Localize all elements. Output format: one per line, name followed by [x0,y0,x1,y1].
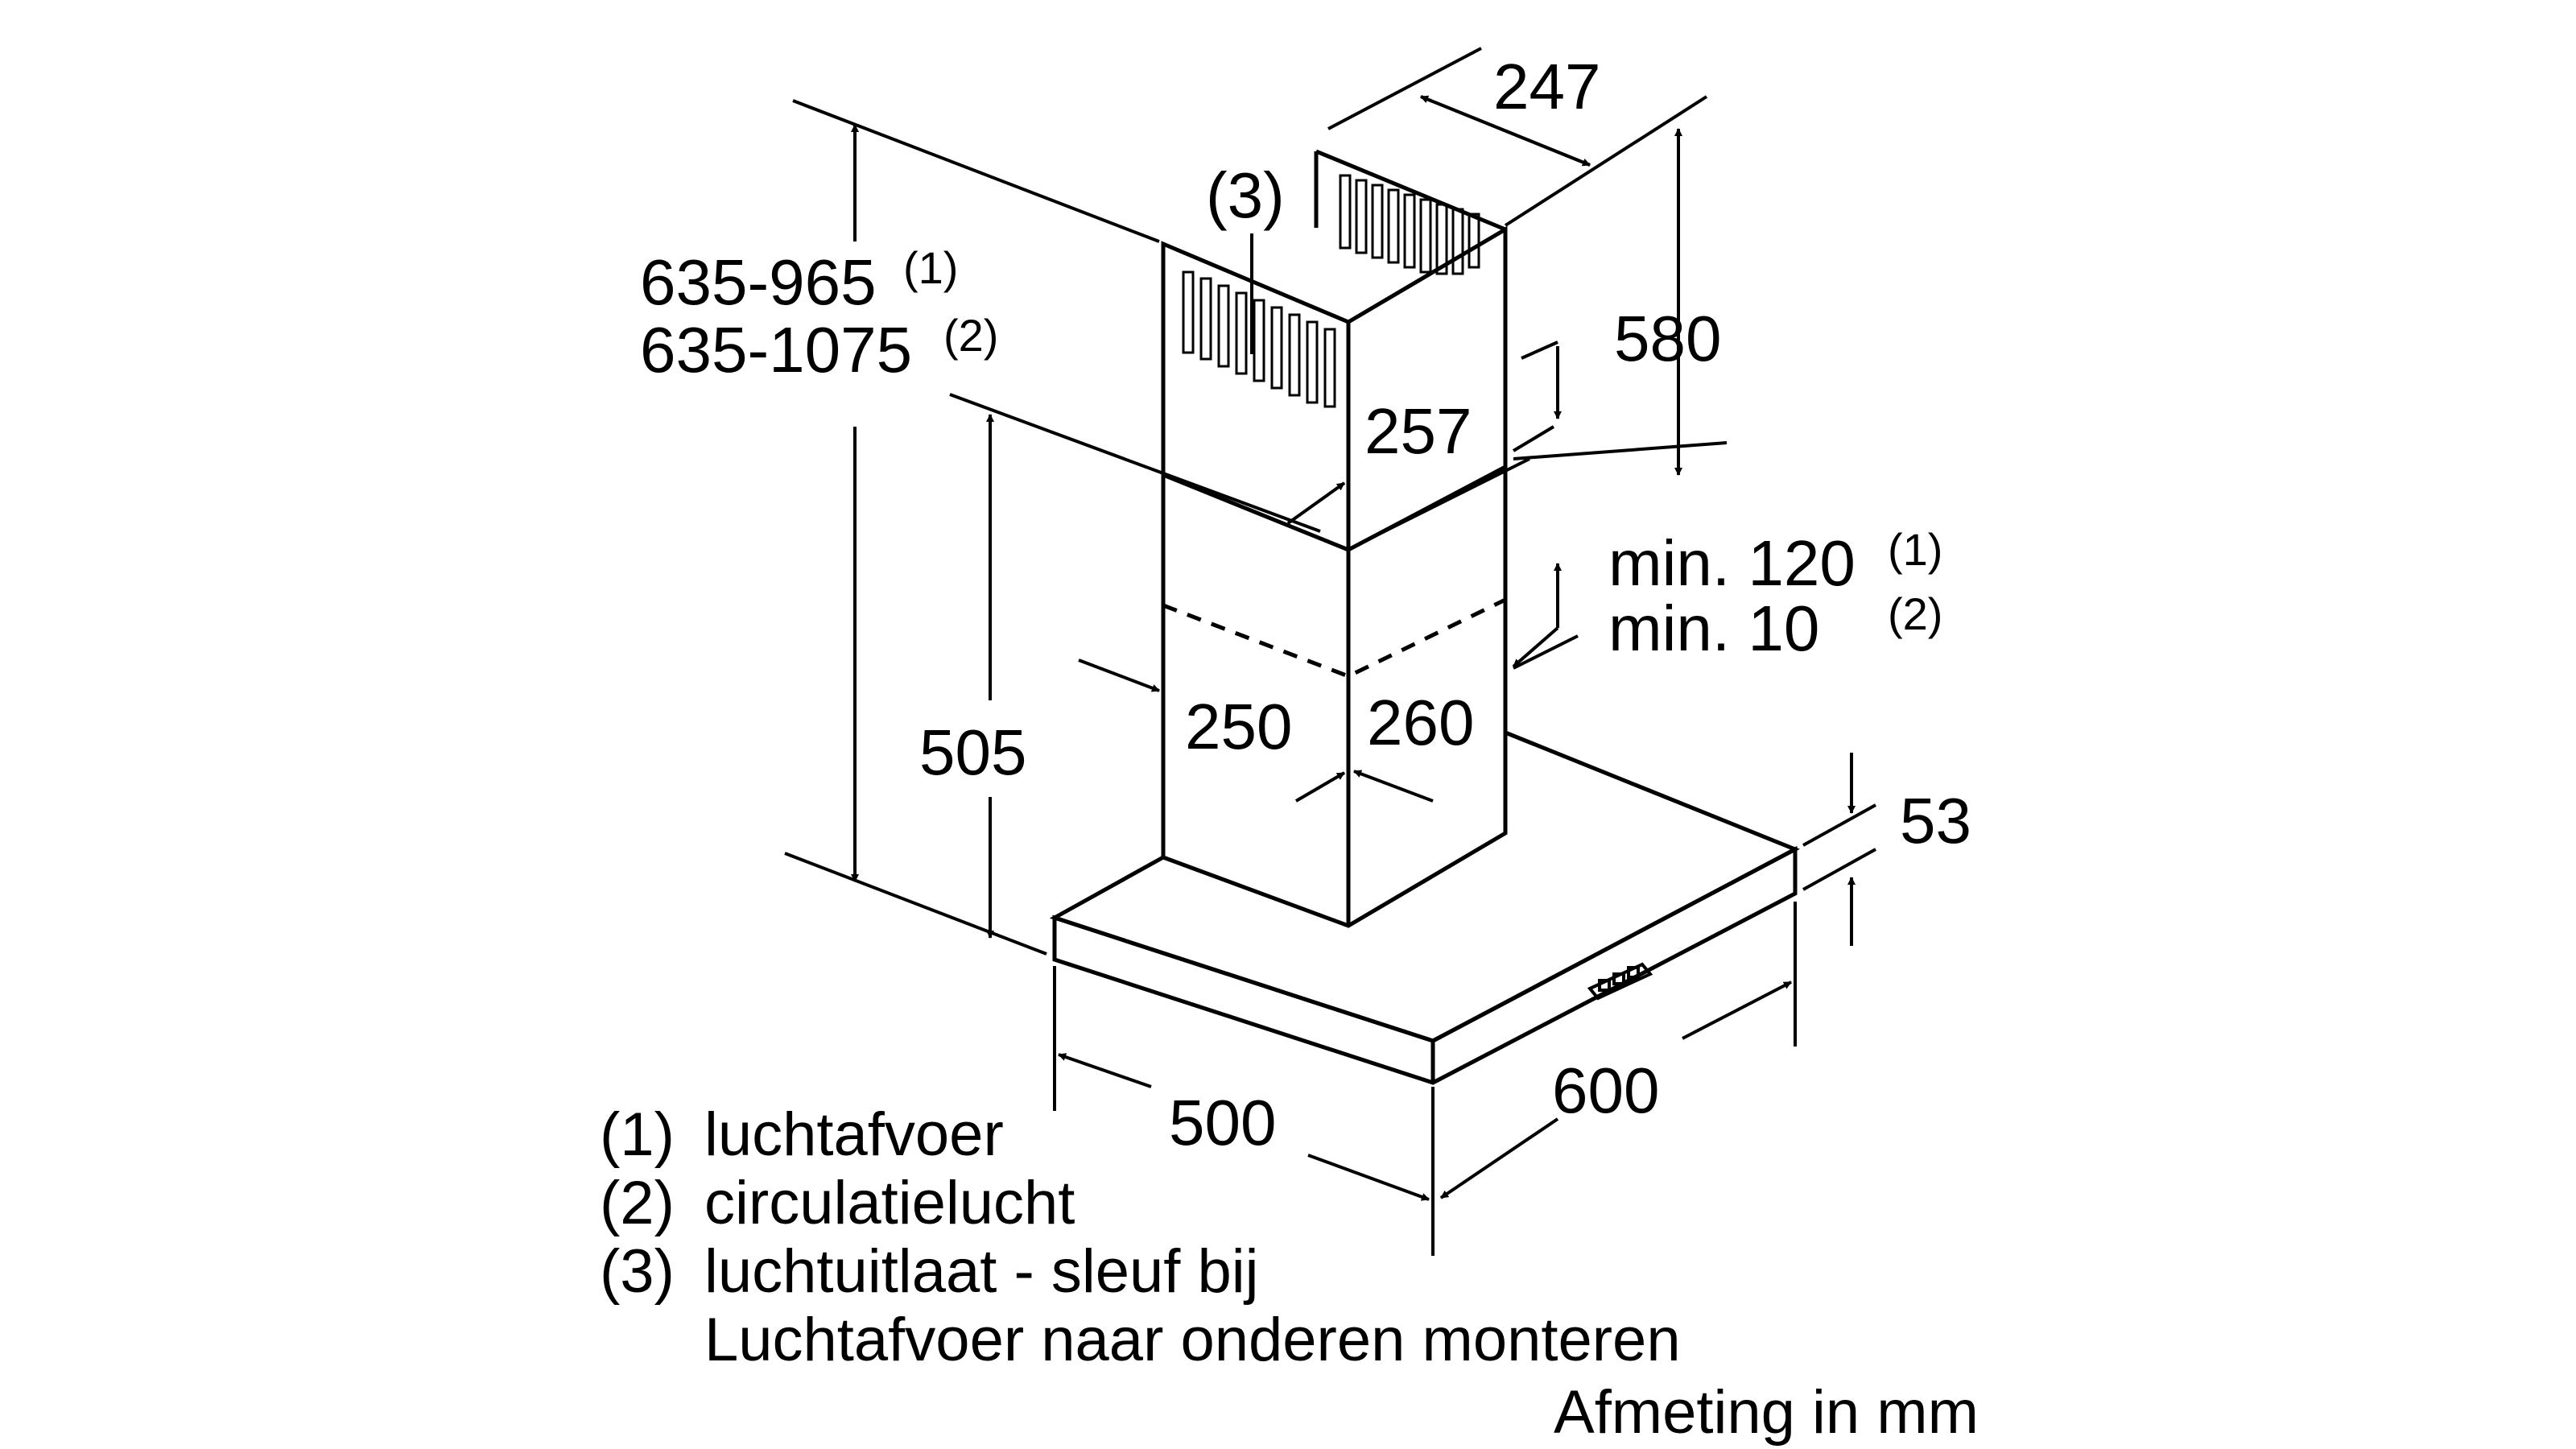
label-min-10: min. 10 [1608,592,1819,664]
label-total-height-1-note: (1) [903,242,958,293]
label-min-120: min. 120 [1608,527,1856,599]
label-260: 260 [1367,687,1474,758]
legend: (1) luchtafvoer (2) circulatielucht (3) … [600,1100,1979,1447]
legend-marker-1: (1) [600,1100,675,1169]
label-580: 580 [1614,303,1721,374]
label-247: 247 [1493,51,1600,122]
label-min-120-note: (1) [1888,524,1942,575]
label-53: 53 [1900,785,1971,857]
label-250: 250 [1185,691,1292,762]
label-min-10-note: (2) [1888,588,1942,639]
legend-text-3: luchtuitlaat - sleuf bij [704,1237,1259,1306]
vent-slots-back [1339,174,1480,275]
legend-marker-2: (2) [600,1169,675,1237]
label-slot-marker: (3) [1206,159,1285,231]
unit-note: Afmeting in mm [1554,1378,1979,1447]
legend-text-2: circulatielucht [704,1169,1075,1237]
label-total-height-2-note: (2) [943,310,998,361]
dimension-arrows [851,95,1856,1201]
label-505: 505 [919,716,1026,788]
label-257: 257 [1364,395,1472,467]
control-panel [1587,962,1653,1001]
dimension-labels: 247 (3) 635-965 (1) 635-1075 (2) 580 257… [640,51,1971,1158]
vent-slots-front [1182,270,1336,408]
legend-continuation: Luchtafvoer naar onderen monteren [704,1306,1681,1374]
extension-lines [784,47,1876,1256]
canopy [1049,729,1800,1085]
legend-text-1: luchtafvoer [704,1100,1004,1169]
label-total-height-1: 635-965 [640,246,877,318]
label-500: 500 [1169,1087,1276,1158]
label-total-height-2: 635-1075 [640,314,912,386]
upper-chimney-back [1314,149,1506,275]
label-600: 600 [1552,1055,1659,1126]
upper-chimney [1161,225,1508,554]
legend-marker-3: (3) [600,1237,675,1306]
